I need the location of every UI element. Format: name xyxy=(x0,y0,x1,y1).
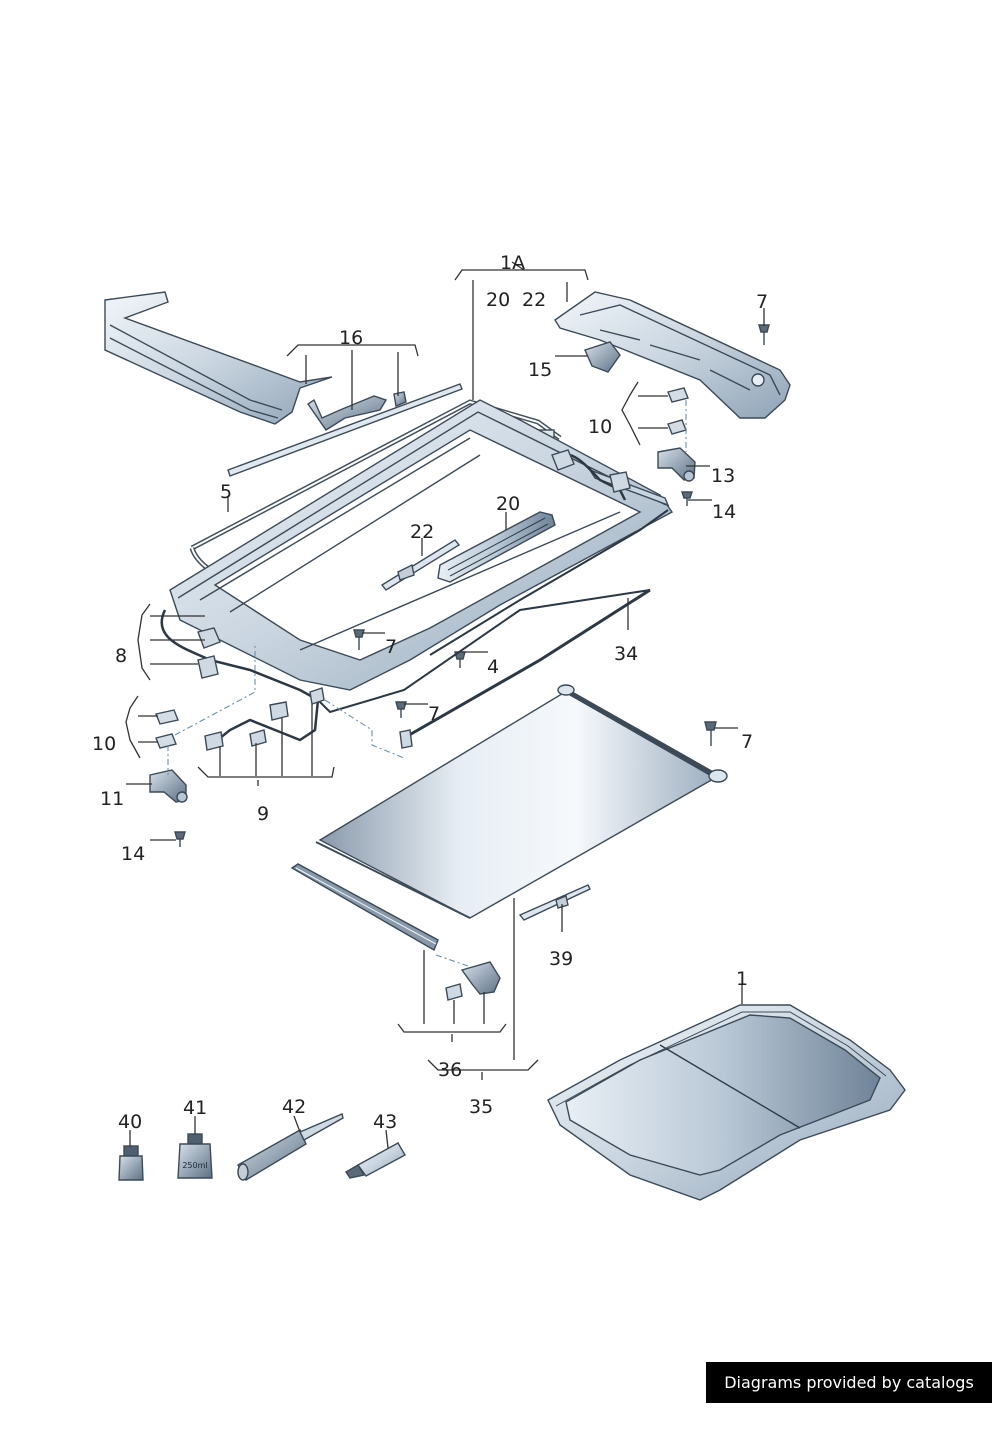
part-39-lever xyxy=(518,884,591,921)
callout-labels: 1A 20 22 7 16 15 10 13 14 5 20 22 8 7 4 … xyxy=(92,252,768,1133)
part-15-bracket xyxy=(584,341,621,373)
label-10-right: 10 xyxy=(588,416,612,438)
label-36: 36 xyxy=(438,1059,462,1081)
wiring-loop-right xyxy=(429,449,669,656)
label-35: 35 xyxy=(469,1096,493,1118)
label-20-top: 20 xyxy=(486,289,510,311)
label-13: 13 xyxy=(711,465,735,487)
rear-cassette-frame xyxy=(554,291,791,419)
motor-13 xyxy=(657,447,696,482)
wind-deflector xyxy=(104,291,333,425)
guide-lines xyxy=(167,400,687,967)
label-7-blind: 7 xyxy=(741,731,753,753)
guide-rail-36 xyxy=(290,863,501,1001)
label-40: 40 xyxy=(118,1111,142,1133)
label-20-center: 20 xyxy=(496,493,520,515)
part-22-rail xyxy=(380,539,461,591)
label-22-top: 22 xyxy=(522,289,546,311)
clips-10-right xyxy=(667,387,689,435)
motor-11 xyxy=(149,769,188,803)
label-7-lower: 7 xyxy=(428,703,440,725)
cable-34 xyxy=(399,588,651,749)
part-43-tube xyxy=(345,1142,406,1179)
label-7-top-right: 7 xyxy=(756,291,768,313)
label-34: 34 xyxy=(614,643,638,665)
wiring-harness xyxy=(160,589,651,751)
guide-rail-strip xyxy=(227,383,463,477)
part-41-can: 250ml xyxy=(177,1133,213,1179)
label-8: 8 xyxy=(115,645,127,667)
sun-blind-35 xyxy=(315,684,728,919)
attribution-banner: Diagrams provided by catalogs parts xyxy=(706,1362,992,1433)
leader-lines xyxy=(125,261,765,1149)
label-16: 16 xyxy=(339,327,363,349)
label-14-right: 14 xyxy=(712,501,736,523)
sunroof-frame xyxy=(169,399,674,691)
label-5: 5 xyxy=(220,481,232,503)
label-4: 4 xyxy=(487,656,499,678)
label-10-left: 10 xyxy=(92,733,116,755)
label-7-center: 7 xyxy=(385,636,397,658)
part-42-cartridge xyxy=(237,1113,344,1181)
label-43: 43 xyxy=(373,1111,397,1133)
label-22-center: 22 xyxy=(410,521,434,543)
label-9: 9 xyxy=(257,803,269,825)
drive-cable-parts xyxy=(307,391,407,431)
clips-10-left xyxy=(155,709,179,749)
part-40-bottle xyxy=(118,1145,144,1181)
label-41: 41 xyxy=(183,1097,207,1119)
label-1A: 1A xyxy=(500,252,525,274)
screws xyxy=(174,324,770,847)
label-11: 11 xyxy=(100,788,124,810)
can-label-text: 250ml xyxy=(182,1161,207,1170)
part-20-center xyxy=(437,511,556,583)
label-42: 42 xyxy=(282,1096,306,1118)
label-1: 1 xyxy=(736,968,748,990)
parts-diagram: 250ml xyxy=(92,252,906,1201)
glass-panel-1 xyxy=(547,1004,906,1201)
label-15: 15 xyxy=(528,359,552,381)
label-14-left: 14 xyxy=(121,843,145,865)
label-39: 39 xyxy=(549,948,573,970)
